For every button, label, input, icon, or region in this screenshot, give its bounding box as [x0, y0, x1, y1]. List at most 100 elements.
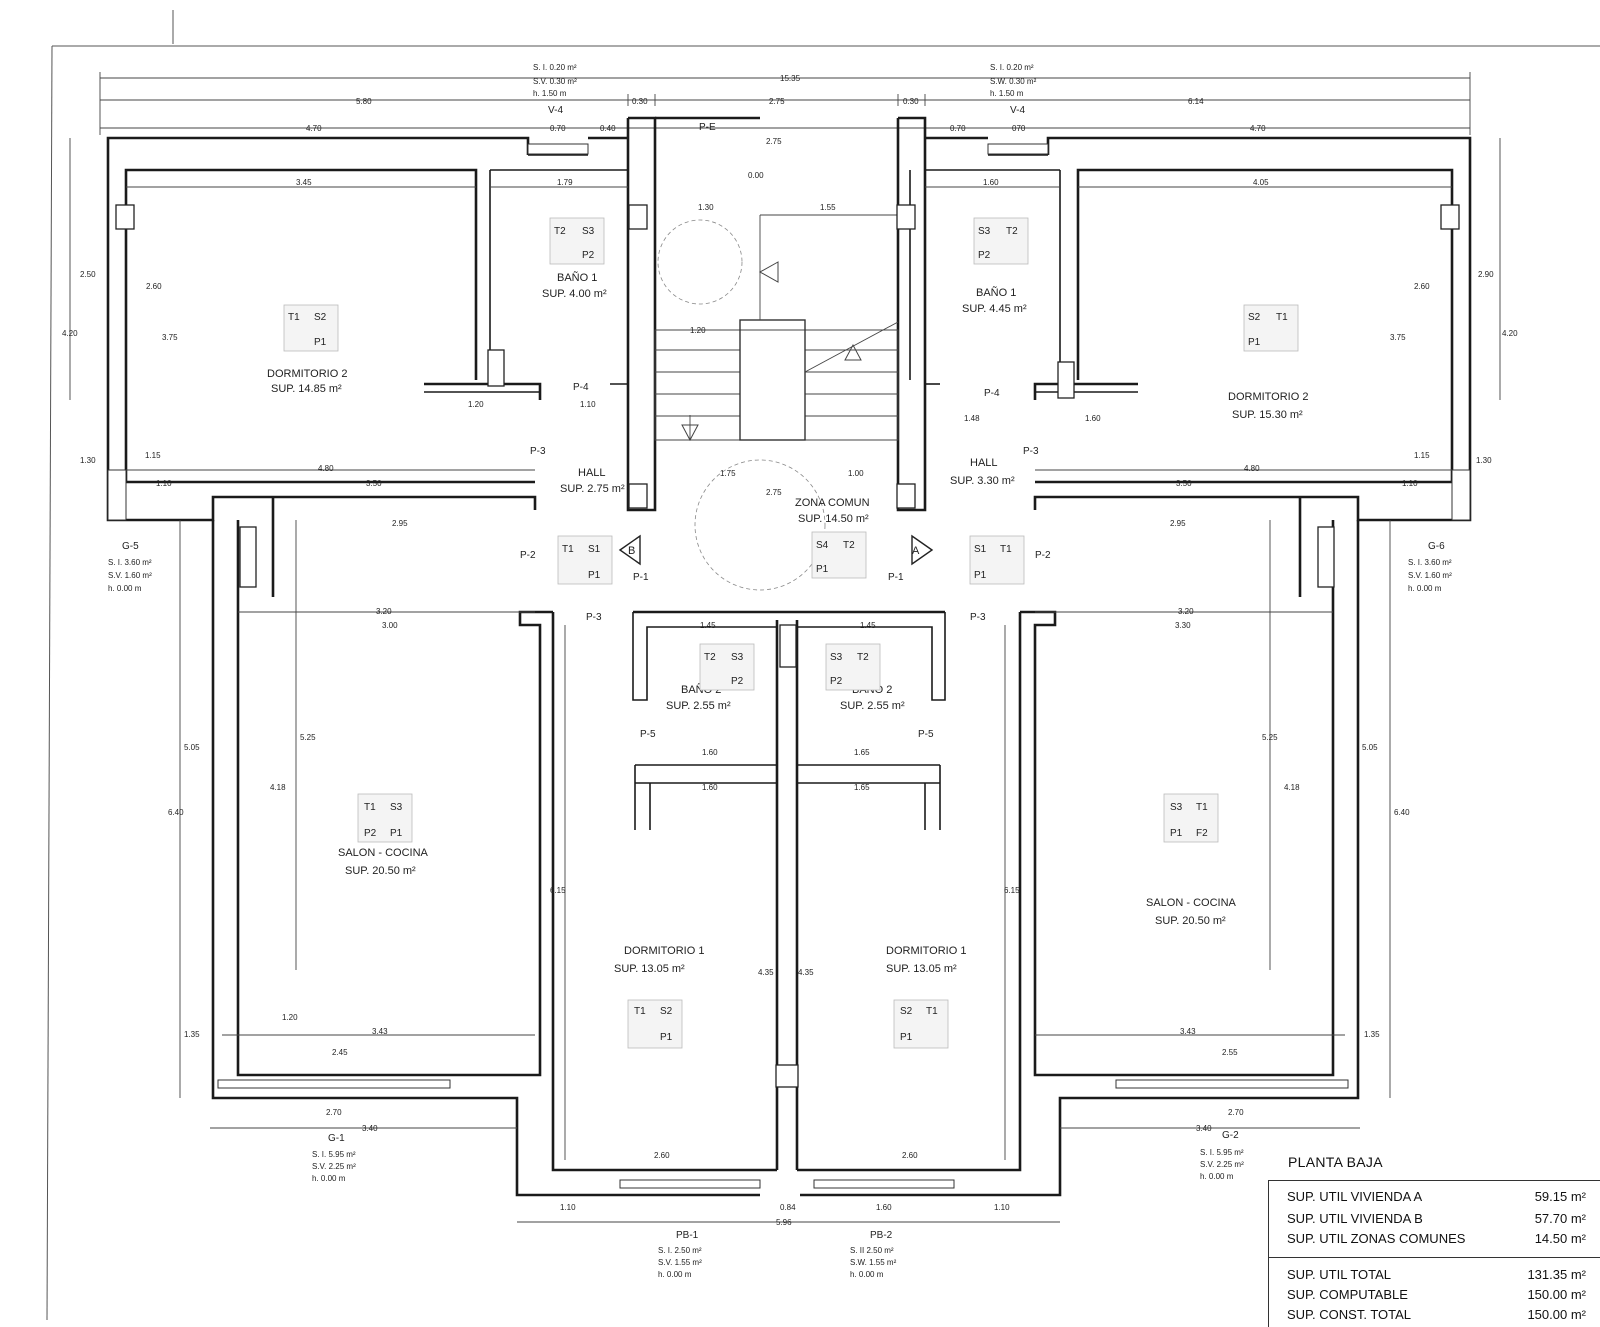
door-tag-p1-left: P-1 [633, 572, 649, 583]
dim-right-418: 4.18 [1284, 783, 1300, 792]
dim-left-375: 3.75 [162, 333, 178, 342]
dim-right-height: 4.20 [1502, 329, 1518, 338]
dim-left-505: 5.05 [184, 743, 200, 752]
window-note-pb1: PB-1 S. I. 2.50 m² S.V. 1.55 m² h. 0.00 … [658, 1230, 702, 1279]
sheet-frame [46, 10, 1600, 1321]
tag: T2 [857, 652, 869, 663]
window-v4-left-note: S. I. 0.20 m² S.V. 0.30 m² h. 1.50 m V-4 [533, 63, 577, 116]
room-name: BAÑO 1 [976, 286, 1016, 299]
dim-160-b2-left: 1.60 [702, 748, 718, 757]
dim-084-bottom: 0.84 [780, 1203, 796, 1212]
room-name: HALL [970, 457, 998, 469]
dim-110-left: 1.10 [156, 479, 172, 488]
tag: S2 [660, 1006, 673, 1017]
v4-right-si: S. I. 0.20 m² [990, 63, 1034, 72]
dim-480-right: 4.80 [1244, 464, 1260, 473]
dim-120-stair: 1.20 [690, 326, 706, 335]
room-area: SUP. 3.30 m² [950, 475, 1015, 487]
dim-295-right: 2.95 [1170, 519, 1186, 528]
dim-right-260: 2.60 [1414, 282, 1430, 291]
tag: T2 [554, 226, 566, 237]
dim-top-stair-inner: 2.75 [766, 137, 782, 146]
dim-165-b2-right: 1.65 [854, 748, 870, 757]
window-h: h. 0.00 m [1200, 1172, 1234, 1181]
dim-130-stair: 1.30 [698, 203, 714, 212]
dim-110-right: 1.10 [1402, 479, 1418, 488]
window-si: S. I. 5.95 m² [312, 1150, 356, 1159]
summary-value: 150.00 m² [1527, 1287, 1586, 1302]
stair-door-tag: P-E [699, 122, 716, 133]
room-name: HALL [578, 467, 606, 479]
section-letter: B [628, 545, 635, 557]
dim-left-135: 1.35 [184, 1030, 200, 1039]
door-tag-p2-right: P-2 [1035, 550, 1051, 561]
window-si: S. I. 3.60 m² [1408, 558, 1452, 567]
window-tag: PB-2 [870, 1230, 893, 1241]
summary-label: SUP. CONST. TOTAL [1287, 1307, 1412, 1322]
dim-top-pier-right: 0.30 [903, 97, 919, 106]
door-tag-p5-left: P-5 [640, 729, 656, 740]
window-si: S. I. 3.60 m² [108, 558, 152, 567]
columns [115, 204, 1460, 1088]
tag: S3 [731, 652, 744, 663]
dim-left-130: 1.30 [80, 456, 96, 465]
room-area: SUP. 14.50 m² [798, 513, 869, 525]
room-area: SUP. 4.45 m² [962, 303, 1027, 315]
dim-right-615: 6.15 [1004, 886, 1020, 895]
dim-top-window-right-b: 070 [1012, 124, 1026, 133]
tag: T1 [926, 1006, 938, 1017]
dim-120-salon-left: 1.20 [282, 1013, 298, 1022]
summary-row: SUP. COMPUTABLE 150.00 m² [1287, 1287, 1586, 1305]
room-name: SALON - COCINA [1146, 897, 1237, 909]
summary-row: SUP. UTIL ZONAS COMUNES 14.50 m² [1287, 1231, 1586, 1249]
tag: T1 [364, 802, 376, 813]
v4-left-h: h. 1.50 m [533, 89, 567, 98]
room-bano-2-left: BAÑO 2 SUP. 2.55 m² T2 S3 P2 [666, 643, 755, 712]
summary-row: SUP. UTIL VIVIENDA B 57.70 m² [1287, 1211, 1586, 1229]
tag: P2 [830, 676, 843, 687]
level-mark: 0.00 [748, 171, 764, 180]
tag: S3 [1170, 802, 1183, 813]
tag: S1 [588, 544, 601, 555]
tag: T2 [704, 652, 716, 663]
dim-320-right: 3.20 [1178, 607, 1194, 616]
hall-tags-right: S1 T1 P1 [969, 535, 1025, 585]
summary-label: SUP. COMPUTABLE [1287, 1287, 1408, 1302]
dim-345: 3.45 [296, 178, 312, 187]
window-note-pb2: PB-2 S. II 2.50 m² S.W. 1.55 m² h. 0.00 … [850, 1230, 897, 1279]
room-bano-2-right: BAÑO 2 SUP. 2.55 m² S3 T2 P2 [825, 643, 905, 712]
tag: S3 [830, 652, 843, 663]
door-tag-p2-left: P-2 [520, 550, 536, 561]
dim-350-left: 3.50 [366, 479, 382, 488]
summary-row: SUP. UTIL VIVIENDA A 59.15 m² [1287, 1189, 1586, 1207]
tag: T2 [843, 540, 855, 551]
dim-405: 4.05 [1253, 178, 1269, 187]
room-zona-comun: ZONA COMUN SUP. 14.50 m² S4 T2 P1 [795, 497, 870, 579]
window-sv: S.V. 1.60 m² [1408, 571, 1452, 580]
door-tag-p5-right: P-5 [918, 729, 934, 740]
window-h: h. 0.00 m [850, 1270, 884, 1279]
dim-center-435-right: 4.35 [798, 968, 814, 977]
summary-value: 59.15 m² [1534, 1189, 1586, 1204]
dim-270-left: 2.70 [326, 1108, 342, 1117]
window-h: h. 0.00 m [1408, 584, 1442, 593]
window-note-g1: G-1 S. I. 5.95 m² S.V. 2.25 m² h. 0.00 m [312, 1133, 356, 1183]
room-dormitorio-2-right: DORMITORIO 2 SUP. 15.30 m² S2 T1 P1 [1228, 304, 1308, 421]
hall-tags-left: T1 S1 P1 [557, 535, 613, 585]
room-dormitorio-2-left: DORMITORIO 2 SUP. 14.85 m² T1 S2 P1 [267, 304, 347, 395]
dim-245-left: 2.45 [332, 1048, 348, 1057]
dim-155-stair: 1.55 [820, 203, 836, 212]
tag: P1 [900, 1032, 913, 1043]
window-sv: S.V. 1.55 m² [658, 1258, 702, 1267]
window-tag: PB-1 [676, 1230, 699, 1241]
dim-110: 1.10 [580, 400, 596, 409]
dim-left-418: 4.18 [270, 783, 286, 792]
v4-left-tag: V-4 [548, 105, 563, 116]
dim-right-525: 5.25 [1262, 733, 1278, 742]
dim-270-right: 2.70 [1228, 1108, 1244, 1117]
window-v4-right-note: S. I. 0.20 m² S.W. 0.30 m² h. 1.50 m V-4 [990, 63, 1037, 116]
internal-dimension-lines [69, 138, 1501, 1223]
dim-350-right: 3.50 [1176, 479, 1192, 488]
dim-right-375: 3.75 [1390, 333, 1406, 342]
